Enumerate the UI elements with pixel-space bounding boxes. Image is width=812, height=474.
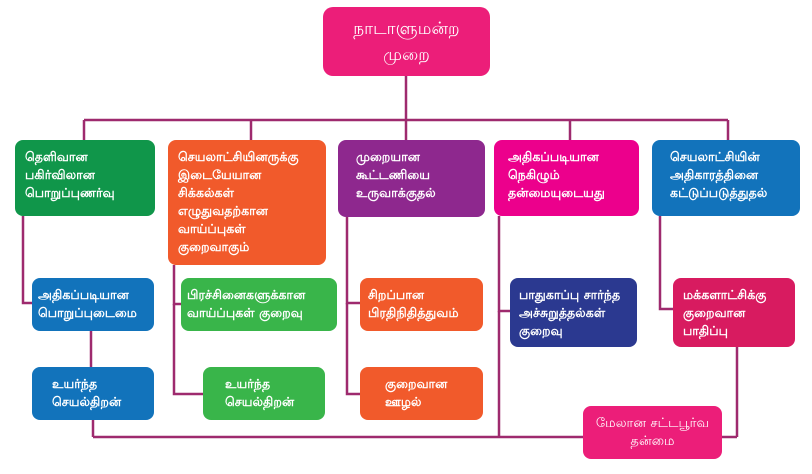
connector-d1-to-d2 bbox=[497, 216, 510, 313]
connector-c1-to-c2 bbox=[345, 217, 360, 305]
node-executive-control: செயலாட்சியின் அதிகாரத்தினை கட்டுப்படுத்த… bbox=[652, 140, 800, 216]
node-less-corruption: குறைவான ஊழல் bbox=[360, 367, 483, 420]
connector-b1-to-b2 bbox=[172, 265, 181, 306]
connector-a1-to-a2 bbox=[21, 216, 32, 305]
root-node-parliamentary-system: நாடாளுமன்ற முறை bbox=[323, 7, 490, 76]
node-greater-legitimacy: மேலான சட்டபூர்வ தன்மை bbox=[583, 406, 722, 459]
connector-e1-to-e2 bbox=[658, 216, 673, 311]
connector-c1-to-c3 bbox=[345, 303, 360, 396]
connector-b1-to-b3 bbox=[172, 304, 203, 396]
node-fewer-problems: பிரச்சினைகளுக்கான வாய்ப்புகள் குறைவு bbox=[181, 278, 337, 331]
node-less-harm-to-democracy: மக்களாட்சிக்கு குறைவான பாதிப்பு bbox=[673, 278, 795, 347]
node-high-flexibility: அதிகப்படியான நெகிழும் தன்மையுடையது bbox=[494, 140, 639, 216]
node-fewer-executive-conflicts: செயலாட்சியினருக்கு இடையேயான சிக்கல்கள் எ… bbox=[168, 140, 326, 265]
node-better-representation: சிறப்பான பிரதிநிதித்துவம் bbox=[360, 278, 483, 331]
node-high-efficiency-a: உயர்ந்த செயல்திறன் bbox=[32, 367, 154, 420]
node-fewer-security-threats: பாதுகாப்பு சார்ந்த அச்சுறுத்தல்கள் குறைவ… bbox=[510, 278, 637, 347]
node-high-efficiency-b: உயர்ந்த செயல்திறன் bbox=[203, 367, 325, 420]
node-high-accountability: அதிகப்படியான பொறுப்புடைமை bbox=[32, 278, 154, 331]
node-clear-responsibility: தெளிவான பகிர்விலான பொறுப்புணர்வு bbox=[15, 140, 155, 216]
node-coalition-formation: முறையான கூட்டணியை உருவாக்குதல் bbox=[338, 140, 485, 217]
